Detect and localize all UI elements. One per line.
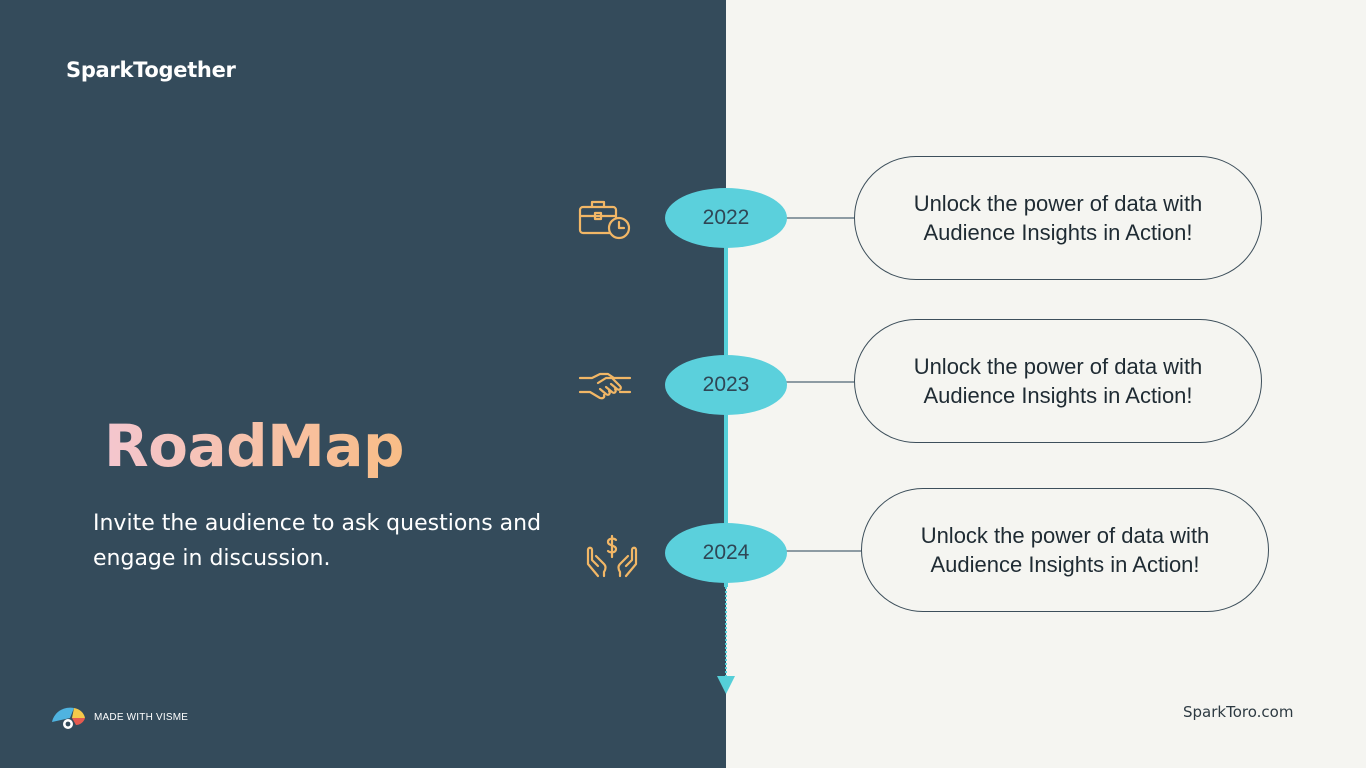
- page-subtitle: Invite the audience to ask questions and…: [93, 511, 542, 571]
- briefcase-clock-icon: [578, 200, 631, 240]
- left-panel: [0, 0, 726, 768]
- brand-logo: SparkTogether: [66, 58, 236, 82]
- year-pill-2024: 2024: [665, 523, 787, 583]
- connector-line: [786, 381, 854, 383]
- roadmap-card-2022: Unlock the power of data with Audience I…: [854, 156, 1262, 280]
- timeline-arrow-icon: [717, 676, 735, 694]
- hands-money-icon: [586, 534, 638, 578]
- roadmap-card-2024: Unlock the power of data with Audience I…: [861, 488, 1269, 612]
- made-with-label: MADE WITH VISME: [94, 711, 189, 723]
- roadmap-card-2023: Unlock the power of data with Audience I…: [854, 319, 1262, 443]
- visme-logo-icon: [52, 707, 85, 729]
- year-pill-2022: 2022: [665, 188, 787, 248]
- handshake-icon: [578, 372, 632, 400]
- page-title: RoadMap: [104, 412, 405, 480]
- connector-line: [786, 217, 854, 219]
- timeline-dotted-extension: [725, 587, 727, 677]
- footer-url-link[interactable]: SparkToro.com: [1183, 703, 1294, 721]
- made-with-visme-badge[interactable]: MADE WITH VISME: [50, 704, 188, 730]
- connector-line: [786, 550, 861, 552]
- year-pill-2023: 2023: [665, 355, 787, 415]
